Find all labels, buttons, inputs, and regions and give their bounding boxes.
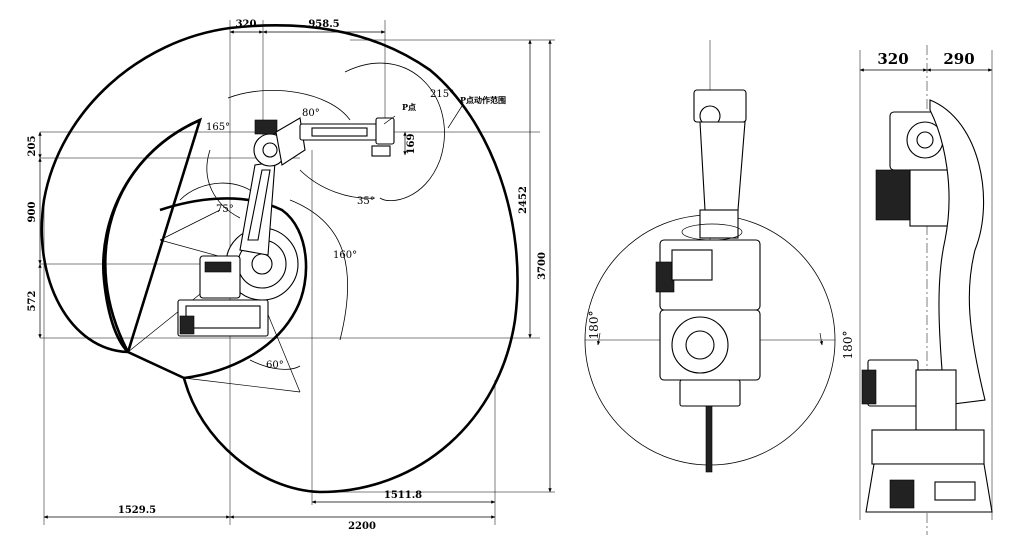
angle-215: 215°	[430, 89, 454, 100]
dim-left-572: 572	[27, 291, 38, 312]
reach-line	[183, 377, 301, 393]
dim-top-320: 320	[236, 19, 257, 30]
dim-left-205: 205	[27, 136, 38, 157]
arc-80	[227, 89, 351, 121]
robot-top-illustration	[655, 89, 761, 473]
rotation-right-label: 180°	[841, 331, 855, 360]
point-p-label: P点	[402, 102, 416, 112]
dim-right-2452: 2452	[518, 186, 529, 214]
arc-60	[249, 359, 301, 370]
angle-160: 160°	[333, 250, 357, 261]
dim-bottom-1511: 1511.8	[384, 490, 422, 501]
arc-215	[344, 62, 445, 201]
dim-right-3700: 3700	[537, 252, 548, 280]
side-view: 320 958.5 205 900 572 2452 3700 1529.5 2…	[27, 19, 555, 532]
rear-view: 320 290	[859, 45, 993, 535]
inner-boundary	[159, 197, 308, 380]
p-range-label: P点动作范围	[460, 95, 506, 105]
angle-60: 60°	[266, 360, 284, 371]
arc-165	[206, 149, 241, 219]
robot-side-illustration	[177, 117, 395, 337]
arc-35	[299, 169, 376, 199]
angle-75: 75°	[216, 204, 234, 215]
arc-160	[289, 199, 348, 341]
angle-35: 35°	[357, 196, 375, 207]
robot-rear-illustration	[861, 99, 993, 513]
angle-165: 165°	[206, 122, 230, 133]
rotation-left-label: 180°	[587, 311, 601, 340]
dim-top-958: 958.5	[308, 19, 339, 30]
reach-line	[159, 209, 221, 241]
dim-inner-169: 169	[406, 134, 417, 155]
angle-80: 80°	[302, 108, 320, 119]
dim-left-900: 900	[27, 202, 38, 223]
inner-envelope	[102, 118, 201, 353]
dim-bottom-2200: 2200	[348, 521, 376, 532]
top-view: 180° 180°	[584, 40, 855, 473]
dim-rear-320: 320	[877, 50, 908, 68]
dim-bottom-1529: 1529.5	[118, 505, 156, 516]
dim-rear-290: 290	[943, 50, 974, 68]
